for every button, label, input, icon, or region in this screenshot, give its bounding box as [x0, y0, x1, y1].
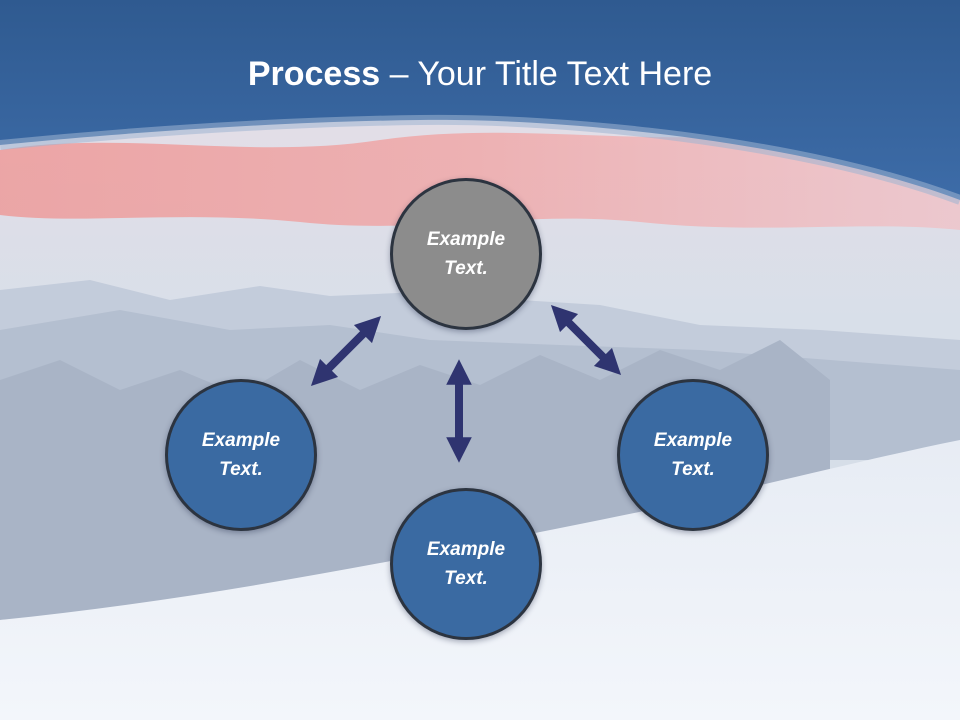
process-node-right[interactable]: Example Text.: [617, 379, 769, 531]
node-label-line2: Text.: [671, 459, 715, 480]
title-rest-text: – Your Title Text Here: [380, 55, 713, 93]
node-label-line2: Text.: [444, 258, 488, 279]
slide-title: Process – Your Title Text Here: [0, 52, 960, 96]
node-label-line2: Text.: [219, 459, 263, 480]
title-bold-text: Process: [247, 55, 381, 93]
node-label-line1: Example: [201, 430, 281, 451]
node-label-line1: Example: [653, 430, 733, 451]
process-node-left[interactable]: Example Text.: [165, 379, 317, 531]
node-label-line2: Text.: [444, 568, 488, 589]
node-label-line1: Example: [426, 539, 506, 560]
process-node-bottom[interactable]: Example Text.: [390, 488, 542, 640]
node-label-line1: Example: [426, 229, 506, 250]
process-node-center[interactable]: Example Text.: [390, 178, 542, 330]
